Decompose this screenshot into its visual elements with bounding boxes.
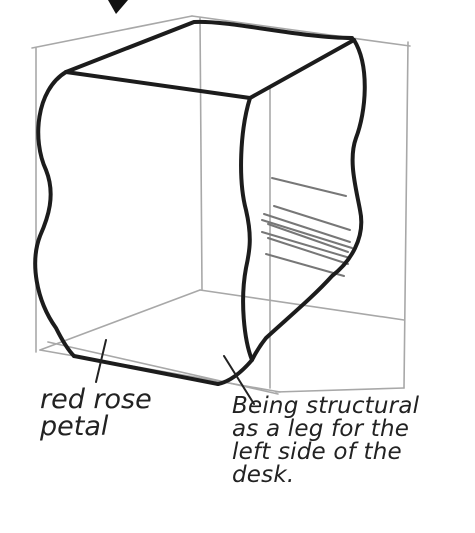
note-line: petal <box>40 413 152 440</box>
side-shading <box>262 178 352 276</box>
note-line: Being structural <box>232 395 419 418</box>
note-line: as a leg for the <box>232 418 419 441</box>
construction-box <box>32 16 410 394</box>
note-structural-leg: Being structural as a leg for the left s… <box>232 395 419 487</box>
note-line: left side of the <box>232 441 419 464</box>
corner-mark <box>108 0 128 14</box>
note-line: desk. <box>232 464 419 487</box>
note-red-rose-petal: red rose petal <box>40 386 152 440</box>
note-line: red rose <box>40 386 152 413</box>
